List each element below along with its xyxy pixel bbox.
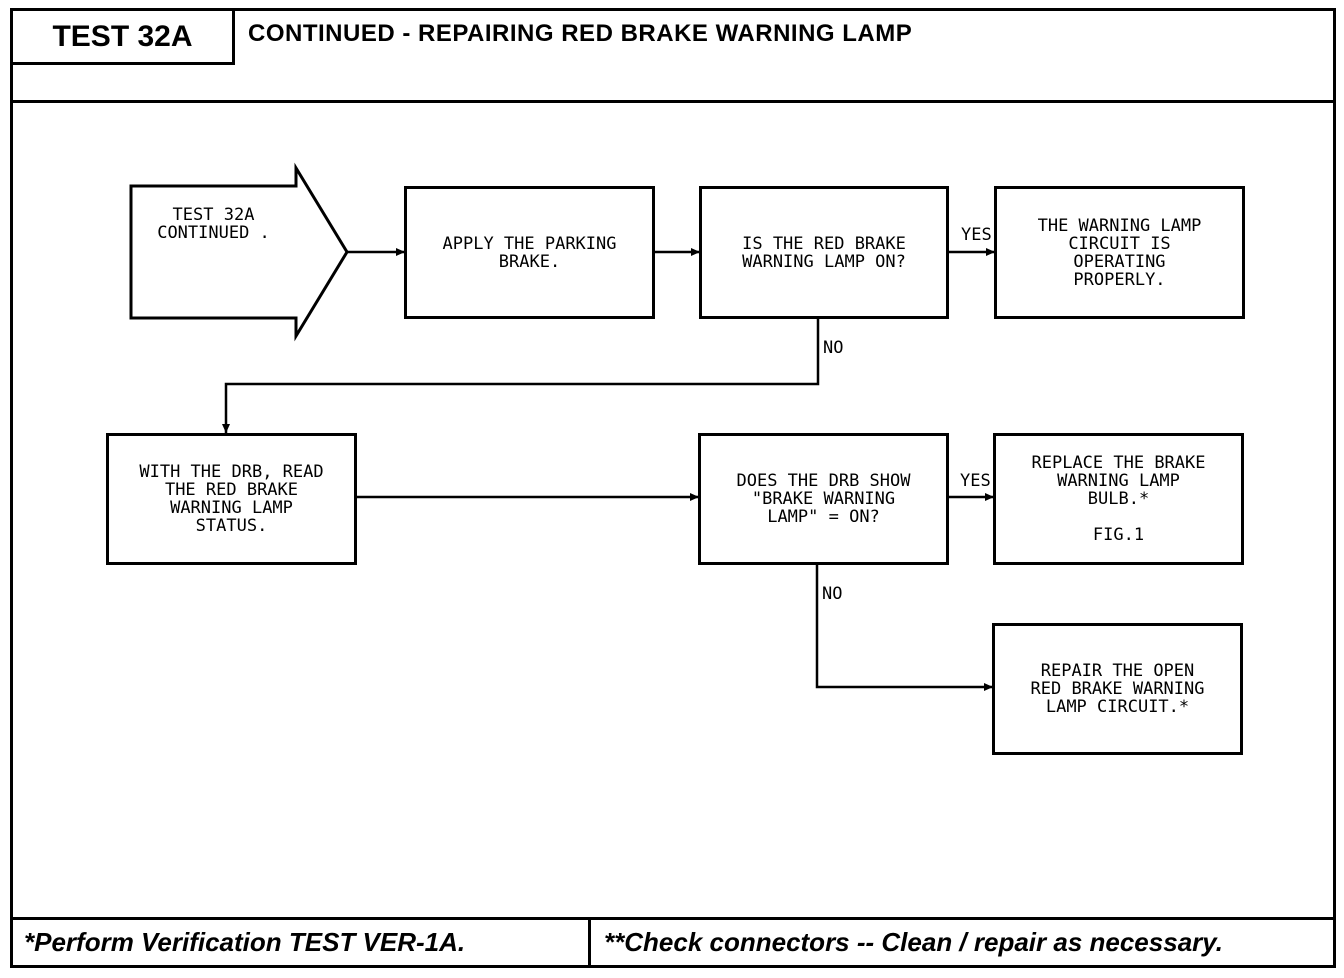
- yes-label-1: YES: [961, 225, 992, 245]
- result-replace-bulb: REPLACE THE BRAKE WARNING LAMP BULB.* FI…: [993, 433, 1244, 565]
- replace-bulb-text: REPLACE THE BRAKE WARNING LAMP BULB.*: [1031, 453, 1206, 509]
- yes-label-2: YES: [960, 471, 991, 491]
- step-apply-parking-brake: APPLY THE PARKING BRAKE.: [404, 186, 655, 319]
- result-circuit-ok: THE WARNING LAMP CIRCUIT IS OPERATING PR…: [994, 186, 1245, 319]
- connector-no-to-read-drb: [222, 318, 820, 433]
- no-label-2: NO: [822, 584, 843, 604]
- footer-divider: [588, 917, 591, 968]
- question-lamp-on: IS THE RED BRAKE WARNING LAMP ON?: [699, 186, 949, 319]
- figure-reference: FIG.1: [1092, 525, 1145, 545]
- step-read-drb: WITH THE DRB, READ THE RED BRAKE WARNING…: [106, 433, 357, 565]
- test-id-label: TEST 32A: [13, 11, 235, 65]
- start-box: TEST 32A CONTINUED .: [157, 205, 270, 243]
- no-label-1: NO: [823, 338, 844, 358]
- header-bar: [10, 8, 1336, 103]
- footer-bar: [10, 917, 1336, 968]
- question-drb-show: DOES THE DRB SHOW "BRAKE WARNING LAMP" =…: [698, 433, 949, 565]
- connector-no-to-repair: [815, 565, 993, 691]
- page-frame: [10, 8, 1336, 968]
- footer-connector-note: **Check connectors -- Clean / repair as …: [604, 927, 1223, 957]
- result-repair-circuit: REPAIR THE OPEN RED BRAKE WARNING LAMP C…: [992, 623, 1243, 755]
- start-arrow-shape: [129, 162, 349, 342]
- footer-verification-note: *Perform Verification TEST VER-1A.: [24, 927, 466, 957]
- page-title: CONTINUED - REPAIRING RED BRAKE WARNING …: [248, 20, 913, 47]
